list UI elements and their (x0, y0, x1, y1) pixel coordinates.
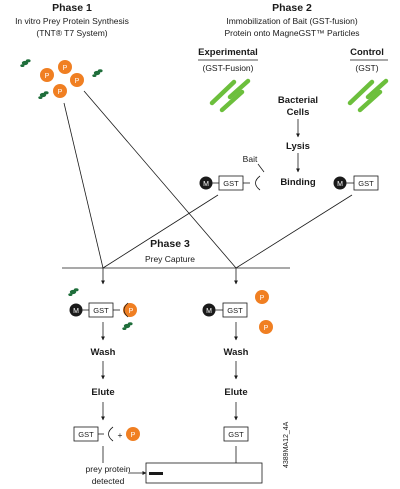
svg-text:P: P (58, 89, 63, 96)
bait-complex: M GST (199, 175, 261, 191)
step-elute-left: Elute (91, 387, 114, 398)
bacteria-icon (347, 78, 389, 113)
svg-text:P: P (63, 65, 68, 72)
transcription-factor-icon (92, 69, 103, 77)
bait-label: Bait (243, 154, 258, 164)
svg-text:GST: GST (93, 306, 109, 315)
svg-text:P: P (129, 308, 134, 315)
prey-protein-icon (259, 320, 273, 334)
magnetic-particle-icon (333, 176, 347, 190)
step-wash-left: Wash (91, 347, 116, 358)
gst-tag-icon (353, 175, 379, 191)
control-sub: (GST) (355, 63, 378, 73)
flow-lines (63, 90, 353, 285)
prey-band (149, 472, 163, 475)
magnetic-particle-icon (202, 303, 216, 317)
prey-protein-icon (255, 290, 269, 304)
experimental-title: Experimental (198, 47, 258, 58)
control-header: Control (GST) (350, 47, 388, 73)
svg-text:GST: GST (228, 430, 244, 439)
figure-code: 4389MA12_4A (283, 421, 290, 468)
magnetic-particle-icon (69, 303, 83, 317)
right-steps: Wash Elute (224, 322, 249, 421)
phase3-header: Phase 3 Prey Capture (62, 238, 290, 269)
prey-protein-icon (123, 303, 137, 317)
phase2-line1: Immobilization of Bait (GST-fusion) (226, 16, 357, 26)
prey-protein-icon (126, 427, 140, 441)
bait-pointer (257, 163, 265, 173)
svg-text:M: M (337, 181, 343, 188)
phase1-title: Phase 1 (52, 2, 92, 14)
bacterial-steps: Bacterial Cells Lysis Binding (278, 95, 318, 188)
phase1-line2: (TNT® T7 System) (36, 28, 107, 38)
step-wash-right: Wash (224, 347, 249, 358)
prey-protein-cluster: P P P P (20, 59, 103, 99)
experimental-sub: (GST-Fusion) (202, 63, 253, 73)
phase2-title: Phase 2 (272, 2, 312, 14)
control-title: Control (350, 47, 384, 58)
prey-protein-icon: P (53, 84, 67, 98)
svg-text:P: P (260, 295, 265, 302)
svg-text:P: P (75, 78, 80, 85)
transcription-factor-icon (20, 59, 31, 67)
svg-text:GST: GST (223, 179, 239, 188)
transcription-factor-icon (38, 91, 49, 99)
svg-text:GST: GST (358, 179, 374, 188)
prey-detected-line2: detected (92, 476, 125, 486)
experimental-header: Experimental (GST-Fusion) (198, 47, 258, 73)
magnetic-particle-icon (199, 176, 213, 190)
captured-complex-experimental: M GST P (68, 288, 137, 330)
gel-detection: prey protein detected (86, 446, 263, 486)
svg-text:P: P (45, 73, 50, 80)
step-elute-right: Elute (224, 387, 247, 398)
svg-text:M: M (203, 181, 209, 188)
captured-complex-control: M GST P P (202, 290, 273, 334)
prey-detected-line1: prey protein (86, 464, 131, 474)
control-complex: M GST (333, 175, 379, 191)
gst-tag-icon (222, 302, 248, 318)
left-steps: Wash Elute (91, 322, 116, 421)
prey-protein-icon: P (58, 60, 72, 74)
step-bacterial: Bacterial (278, 95, 318, 106)
plus-sign: + (118, 430, 123, 440)
step-lysis: Lysis (286, 141, 310, 152)
phase1-header: Phase 1 In vitro Prey Protein Synthesis … (15, 2, 129, 38)
transcription-factor-icon (122, 322, 133, 330)
phase2-line2: Protein onto MagneGST™ Particles (224, 28, 359, 38)
gst-tag-icon (223, 426, 249, 442)
phase1-line1: In vitro Prey Protein Synthesis (15, 16, 129, 26)
svg-text:GST: GST (78, 430, 94, 439)
svg-text:P: P (264, 325, 269, 332)
prey-protein-icon: P (40, 68, 54, 82)
svg-text:M: M (73, 308, 79, 315)
eluted-product-control: GST (223, 426, 249, 442)
svg-text:P: P (131, 432, 136, 439)
phase3-title: Phase 3 (150, 238, 190, 250)
bacteria-icon (209, 78, 251, 113)
step-binding: Binding (280, 177, 316, 188)
prey-protein-icon: P (70, 73, 84, 87)
phase3-sub: Prey Capture (145, 254, 195, 264)
transcription-factor-icon (68, 288, 79, 296)
svg-text:M: M (206, 308, 212, 315)
step-cells: Cells (287, 107, 310, 118)
eluted-product-experimental: GST + P (73, 426, 140, 442)
gel-lane-box (145, 462, 263, 484)
phase2-header: Phase 2 Immobilization of Bait (GST-fusi… (224, 2, 359, 38)
svg-text:GST: GST (227, 306, 243, 315)
